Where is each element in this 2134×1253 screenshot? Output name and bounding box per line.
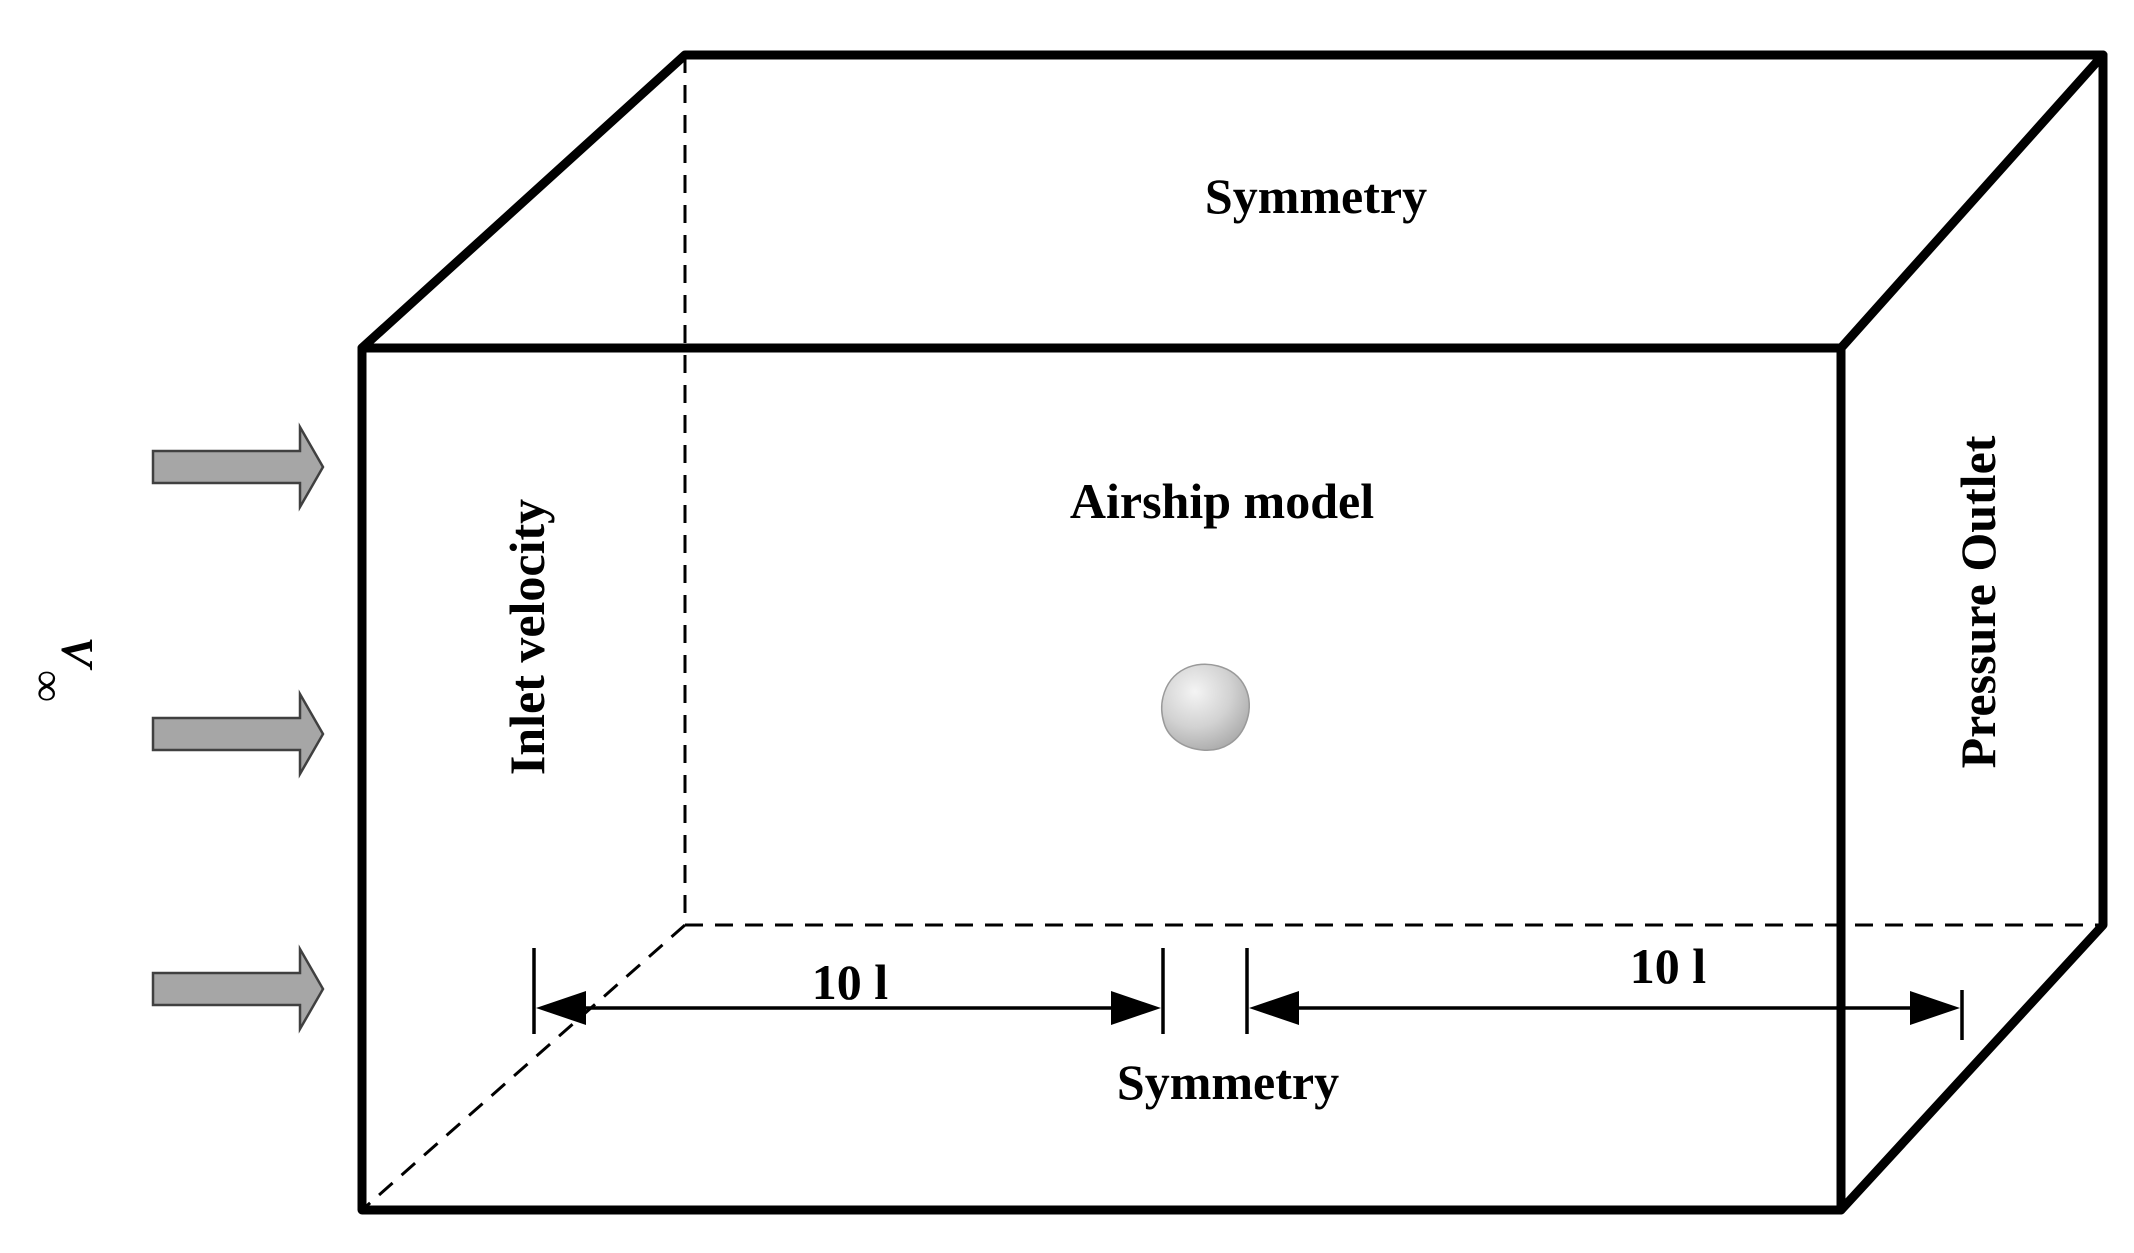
arrow-right-icon — [151, 689, 325, 779]
downstream-arrowhead-right — [1910, 991, 1960, 1025]
front-face — [357, 343, 1846, 1215]
airship-model-shape — [1160, 663, 1251, 751]
downstream-distance-label: 10 l — [1630, 938, 1707, 994]
downstream-dimension — [1245, 948, 1964, 1040]
right-face-outline — [1836, 50, 2108, 1215]
bottom-symmetry-label: Symmetry — [1117, 1054, 1339, 1110]
freestream-subscript-text: ∞ — [24, 670, 73, 701]
upstream-distance-label: 10 l — [812, 954, 889, 1010]
arrow-right-icon — [151, 944, 325, 1034]
freestream-symbol-text: V — [52, 637, 103, 671]
upstream-arrowhead-left — [536, 991, 586, 1025]
hidden-edges — [361, 55, 2103, 1212]
freestream-velocity-symbol: V ∞ — [24, 637, 103, 702]
inlet-velocity-label: Inlet velocity — [499, 499, 555, 775]
left-bottom-depth-edge — [361, 923, 686, 1212]
top-face-outline — [357, 50, 2108, 353]
downstream-arrowhead-left — [1249, 991, 1299, 1025]
freestream-arrows — [151, 422, 325, 1034]
top-symmetry-label: Symmetry — [1205, 168, 1427, 224]
upstream-dimension — [532, 948, 1165, 1034]
pressure-outlet-label: Pressure Outlet — [1950, 435, 2006, 768]
visible-edges — [357, 50, 2108, 1215]
airship-model-label: Airship model — [1070, 473, 1374, 529]
upstream-arrowhead-right — [1111, 991, 1161, 1025]
arrow-right-icon — [151, 422, 325, 512]
